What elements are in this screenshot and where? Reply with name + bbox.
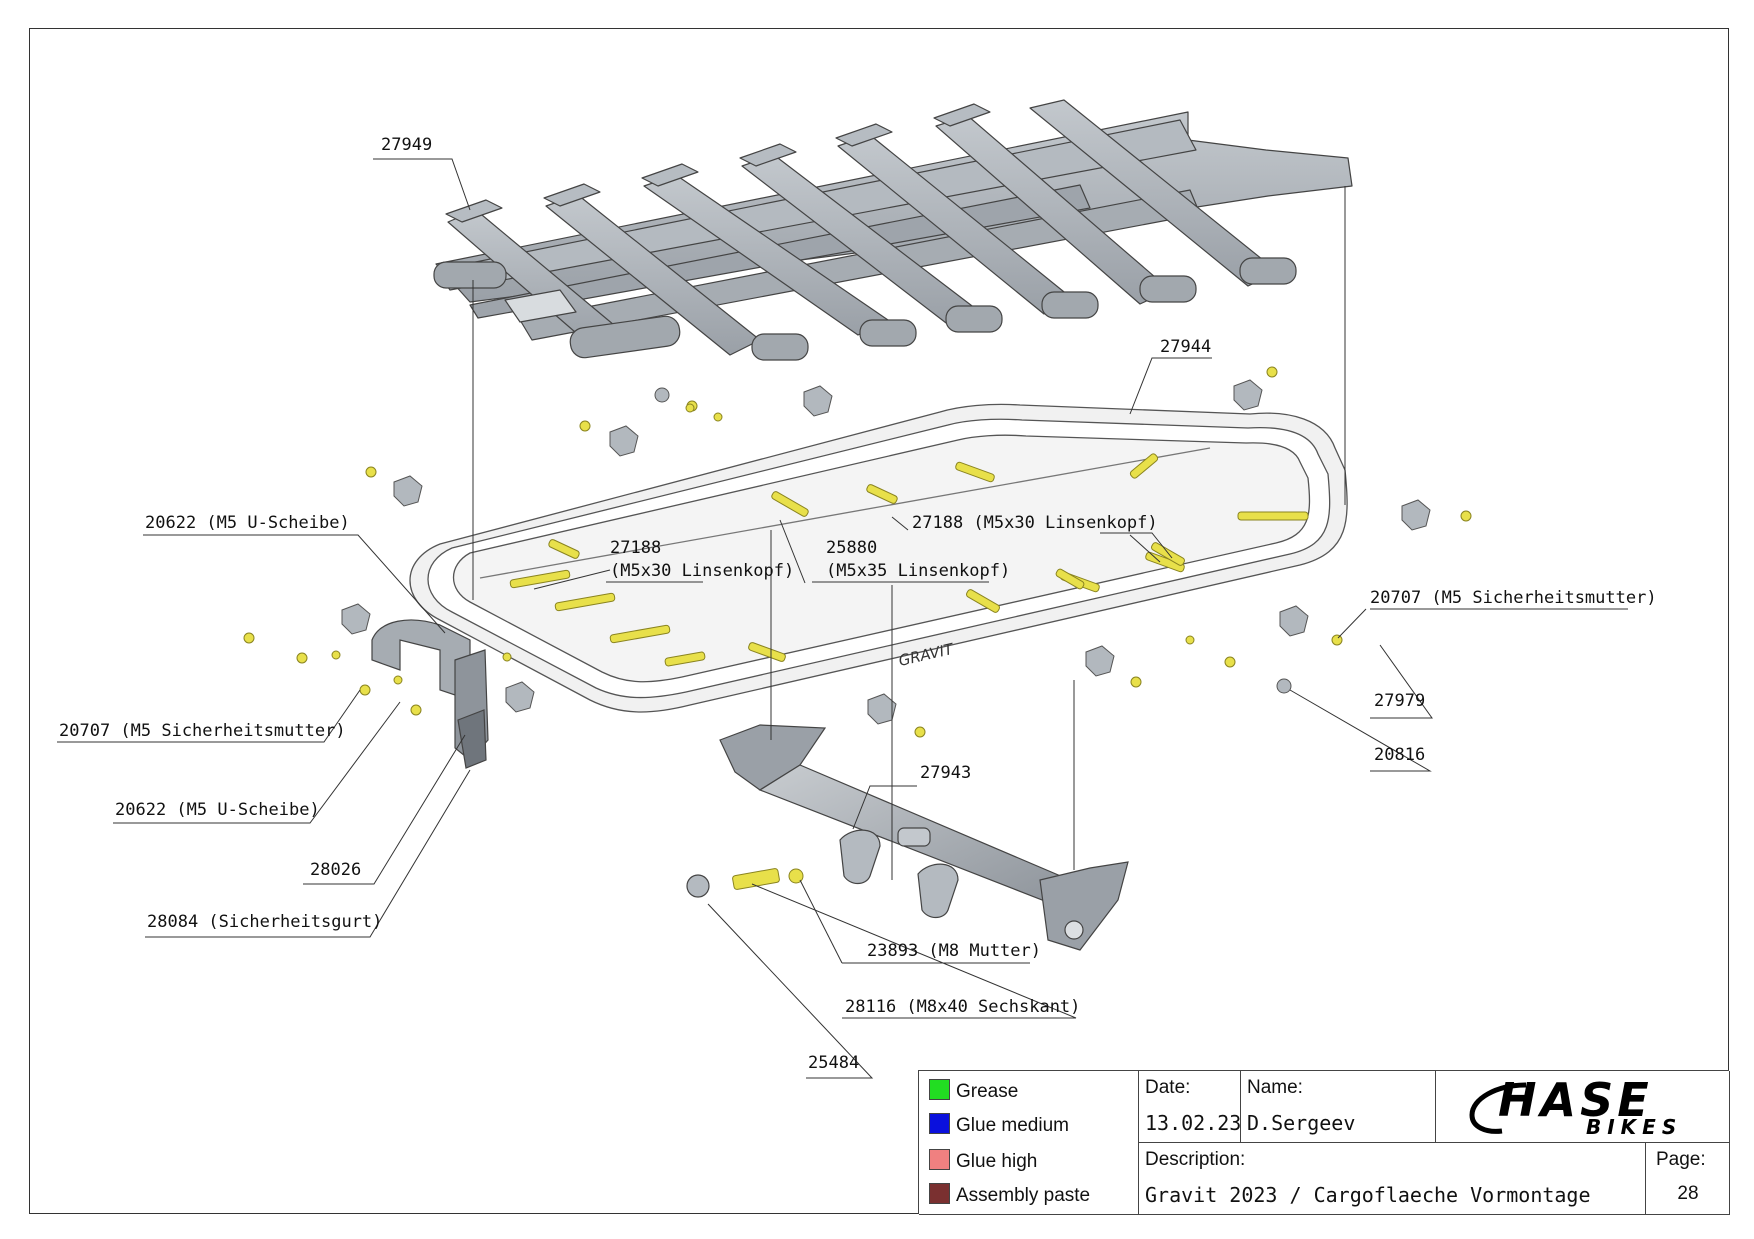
- description-label: Description:: [1145, 1149, 1246, 1170]
- callout-27944: 27944: [1160, 337, 1211, 357]
- name-cell: Name: D.Sergeev: [1241, 1071, 1436, 1143]
- logo-swoosh-icon: [1469, 1082, 1527, 1134]
- title-block: Grease Glue medium Glue high Assembly pa…: [918, 1070, 1730, 1215]
- frame-27944: [409, 403, 1348, 713]
- glue-high-swatch: [929, 1149, 950, 1170]
- legend-glue-high: Glue high: [929, 1149, 1037, 1173]
- clips-27979: [341, 379, 1431, 725]
- callout-27943: 27943: [920, 763, 971, 783]
- callout-27188-number: 27188: [610, 538, 661, 558]
- page-cell: Page: 28: [1646, 1143, 1730, 1215]
- callout-20707-right: 20707 (M5 Sicherheitsmutter): [1370, 588, 1657, 608]
- callout-20622-top: 20622 (M5 U-Scheibe): [145, 513, 350, 533]
- callout-27979: 27979: [1374, 691, 1425, 711]
- logo-cell: HASE BIKES: [1436, 1071, 1730, 1143]
- cargo-platform-27949: [433, 99, 1353, 361]
- callout-27188-right: 27188 (M5x30 Linsenkopf): [912, 513, 1158, 533]
- callout-28116: 28116 (M8x40 Sechskant): [845, 997, 1080, 1017]
- axle-27943: [686, 724, 1129, 951]
- logo-main-text: HASE: [1498, 1073, 1653, 1127]
- name-value: D.Sergeev: [1247, 1111, 1356, 1135]
- callout-20707-left: 20707 (M5 Sicherheitsmutter): [59, 721, 346, 741]
- page-value: 28: [1677, 1183, 1699, 1204]
- date-value: 13.02.23: [1145, 1111, 1242, 1135]
- callout-20816: 20816: [1374, 745, 1425, 765]
- callout-27188-desc: (M5x30 Linsenkopf): [610, 561, 794, 581]
- assembly-paste-swatch: [929, 1183, 950, 1204]
- legend-assembly-paste: Assembly paste: [929, 1183, 1090, 1207]
- bracket-28026: [371, 619, 489, 769]
- glue-medium-swatch: [929, 1113, 950, 1134]
- callout-23893: 23893 (M8 Mutter): [867, 941, 1041, 961]
- callout-25880-desc: (M5x35 Linsenkopf): [826, 561, 1010, 581]
- callout-28084: 28084 (Sicherheitsgurt): [147, 912, 382, 932]
- name-label: Name:: [1247, 1077, 1303, 1098]
- page-label: Page:: [1656, 1149, 1706, 1170]
- callout-28026: 28026: [310, 860, 361, 880]
- callout-25880-number: 25880: [826, 538, 877, 558]
- callout-25484: 25484: [808, 1053, 859, 1073]
- leader-lines: [57, 158, 1628, 1079]
- legend-cell: Grease Glue medium Glue high Assembly pa…: [919, 1071, 1139, 1215]
- callout-20622-left: 20622 (M5 U-Scheibe): [115, 800, 320, 820]
- date-label: Date:: [1145, 1077, 1191, 1098]
- callout-27949: 27949: [381, 135, 432, 155]
- description-value: Gravit 2023 / Cargoflaeche Vormontage: [1145, 1183, 1591, 1207]
- legend-glue-medium: Glue medium: [929, 1113, 1069, 1137]
- drawing-border: [29, 28, 1729, 1214]
- grease-swatch: [929, 1079, 950, 1100]
- logo-sub-text: BIKES: [1586, 1115, 1683, 1139]
- description-cell: Description: Gravit 2023 / Cargoflaeche …: [1139, 1143, 1646, 1215]
- callout-labels: 27949 27944 20622 (M5 U-Scheibe) 27188 (…: [59, 135, 1657, 1073]
- legend-grease: Grease: [929, 1079, 1018, 1103]
- date-cell: Date: 13.02.23: [1139, 1071, 1241, 1143]
- fasteners: [243, 366, 1472, 890]
